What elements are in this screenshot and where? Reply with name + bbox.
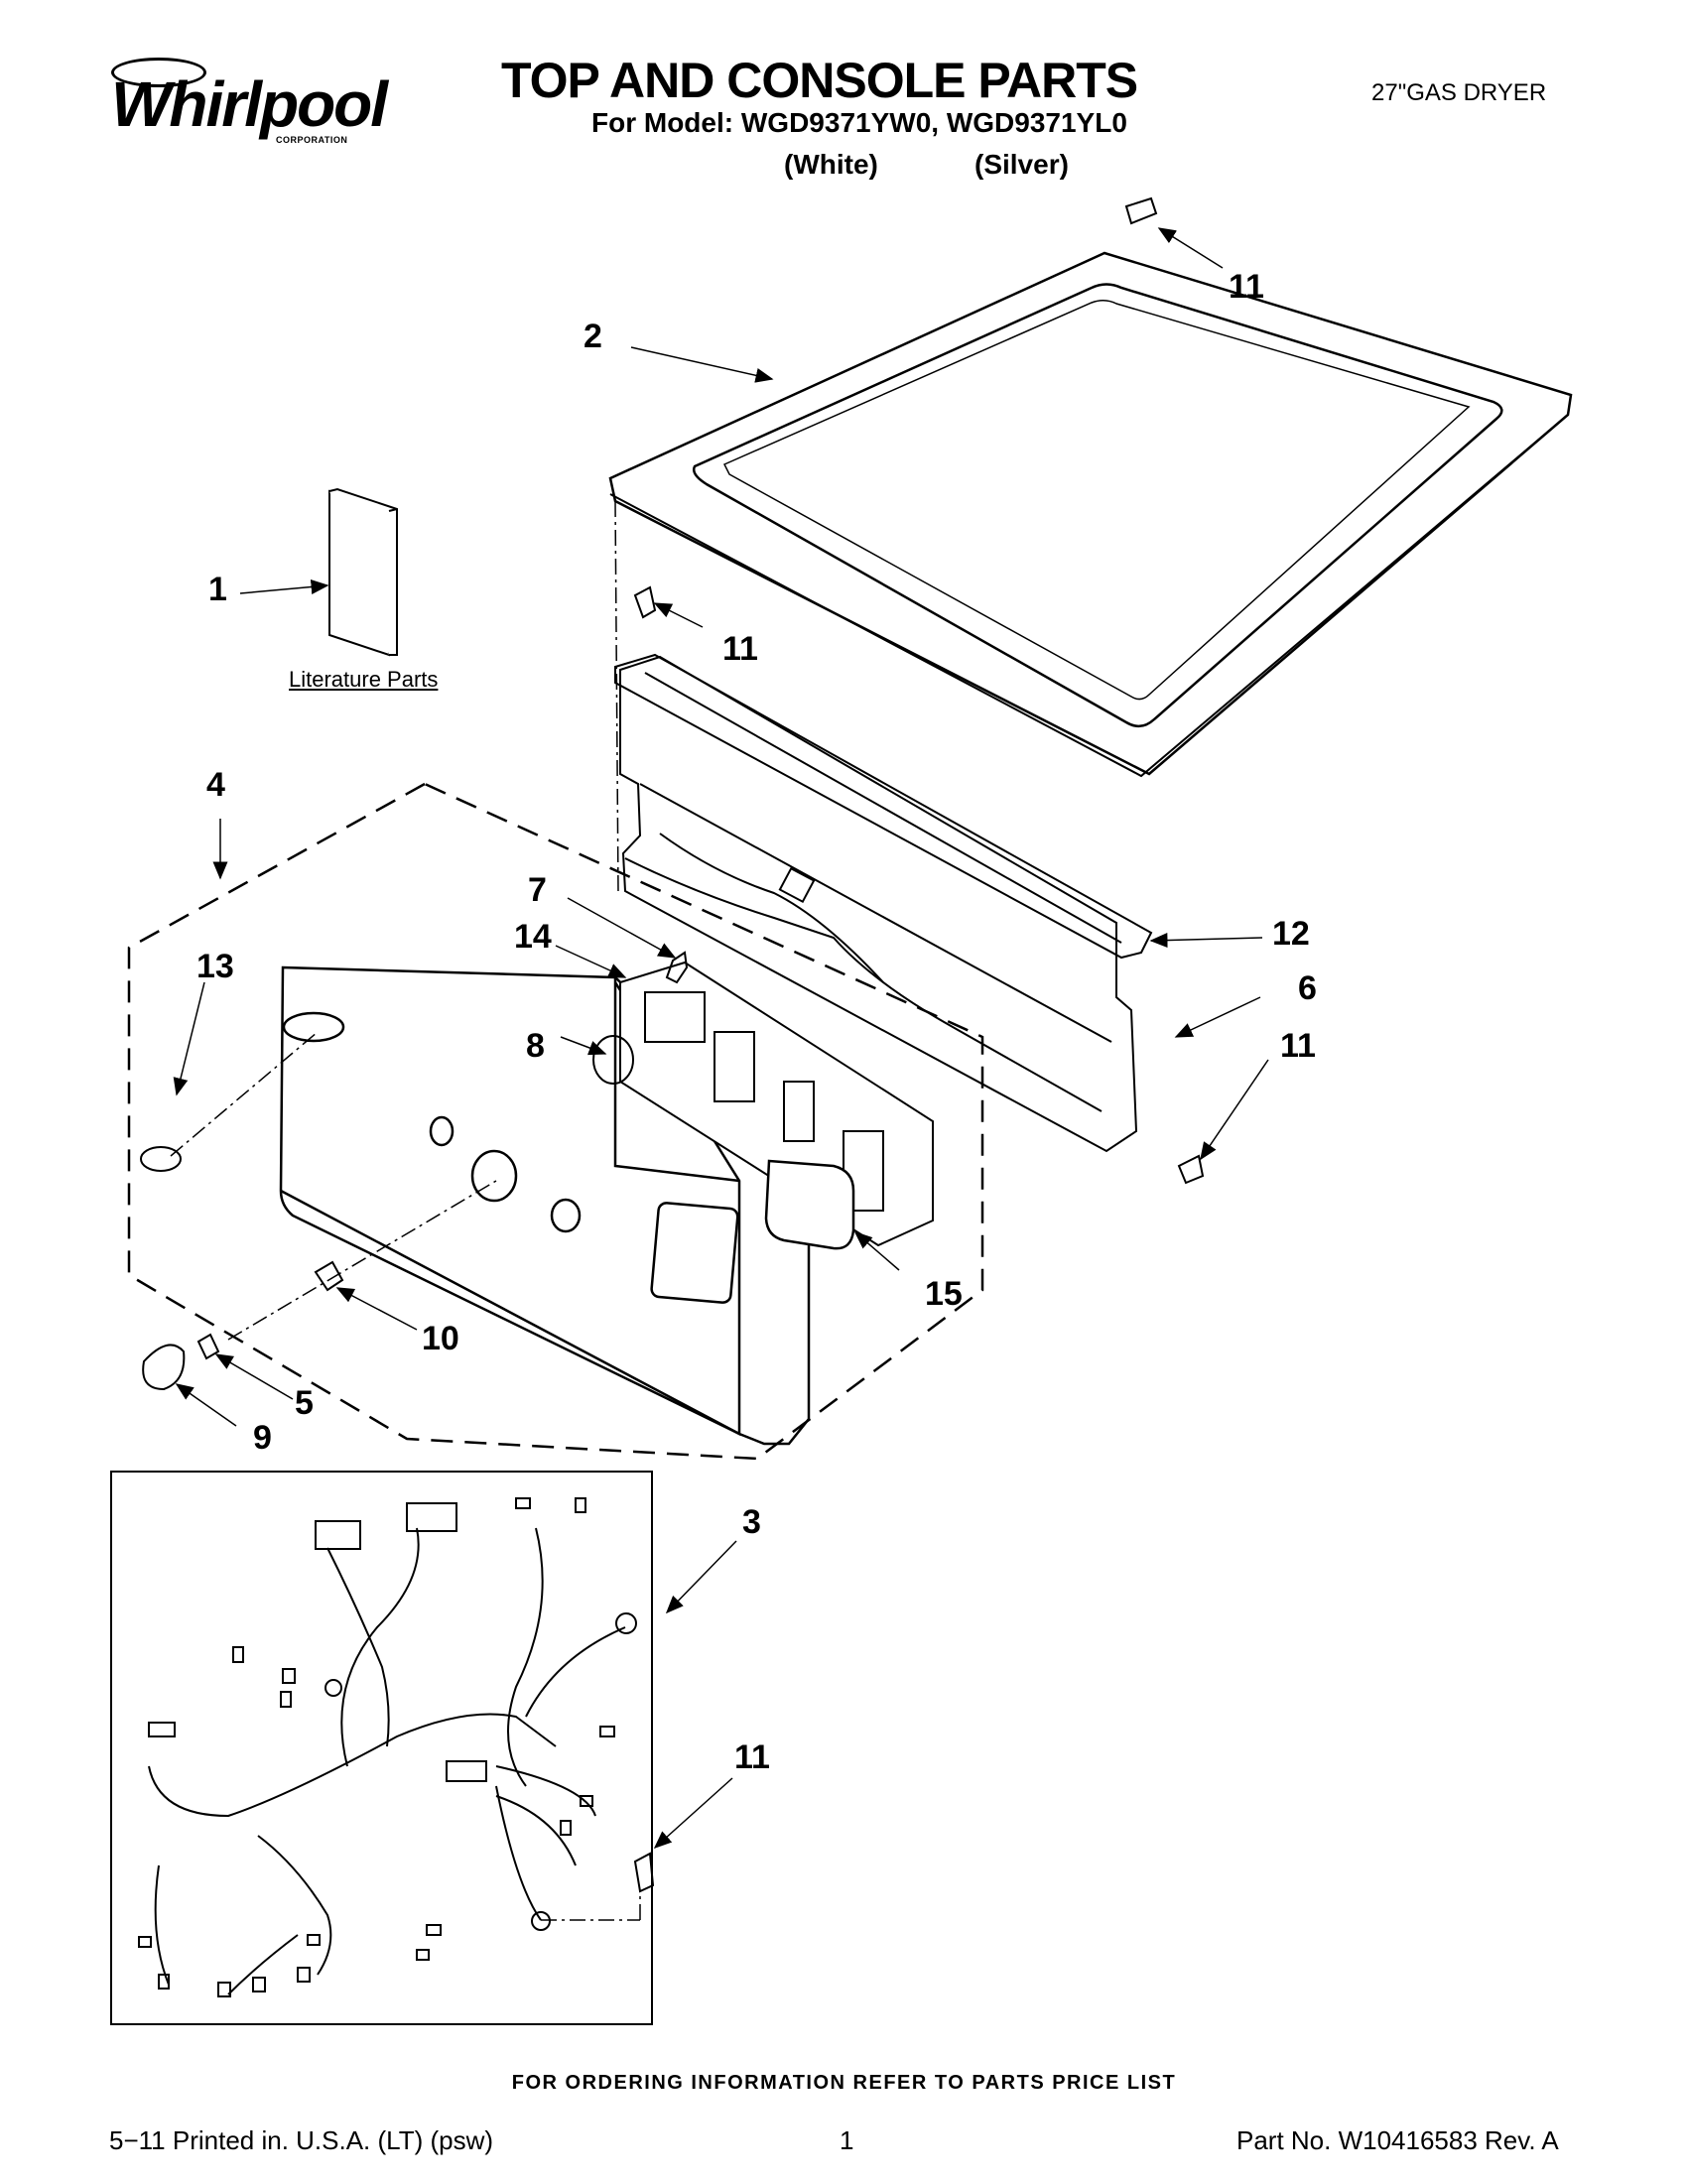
literature-booklet: [328, 487, 398, 657]
part-number: Part No. W10416583 Rev. A: [1236, 2125, 1559, 2155]
callout-4: 4: [206, 766, 225, 804]
display-module: [764, 1159, 855, 1250]
knob-9: [142, 1344, 186, 1391]
product-type: 27"GAS DRYER: [1371, 79, 1547, 106]
lens-13: [140, 1146, 182, 1172]
leader-arrows: [173, 227, 1269, 1850]
screw-mid: [633, 585, 657, 619]
gasket-disc: [592, 1035, 634, 1085]
console-assembly-outline: [127, 782, 984, 1461]
alignment-lines: [170, 500, 641, 1921]
whirlpool-logo-swirl: [111, 58, 206, 87]
callout-14: 14: [514, 918, 552, 956]
callout-9: 9: [253, 1419, 272, 1457]
clip-5: [196, 1333, 220, 1360]
wire-harness: [138, 1497, 637, 1997]
callout-11-mid: 11: [722, 630, 758, 668]
control-board: [619, 961, 934, 1247]
screw-right: [1177, 1154, 1205, 1185]
wire-harness-box: [110, 1471, 653, 2025]
front-channel: [619, 655, 1138, 1153]
callout-11-top: 11: [1229, 268, 1264, 306]
callout-11-bottom: 11: [734, 1738, 770, 1776]
screw-top-right: [1124, 196, 1158, 225]
color-white: (White): [784, 149, 878, 180]
screw-bottom: [633, 1852, 655, 1893]
callout-1: 1: [208, 571, 227, 608]
page-number: 1: [840, 2125, 854, 2155]
upper-bracket: [614, 653, 1153, 960]
callout-13: 13: [196, 948, 234, 985]
callout-2: 2: [584, 318, 602, 355]
literature-parts-label: Literature Parts: [289, 667, 439, 692]
callout-3: 3: [742, 1503, 761, 1541]
brand-sub: CORPORATION: [276, 135, 348, 145]
callout-6: 6: [1298, 969, 1317, 1007]
top-panel: [608, 251, 1573, 778]
callout-8: 8: [526, 1027, 545, 1065]
knob-shaft-10: [314, 1260, 344, 1292]
color-silver: (Silver): [974, 149, 1069, 180]
page-title: TOP AND CONSOLE PARTS: [501, 53, 1138, 108]
callout-7: 7: [528, 871, 547, 909]
print-info: 5−11 Printed in. U.S.A. (LT) (psw): [109, 2125, 494, 2155]
callout-15: 15: [925, 1275, 963, 1313]
callout-5: 5: [295, 1384, 314, 1422]
model-line: For Model: WGD9371YW0, WGD9371YL0: [591, 107, 1127, 138]
ordering-note: FOR ORDERING INFORMATION REFER TO PARTS …: [511, 2072, 1177, 2094]
callout-11-right: 11: [1280, 1027, 1316, 1065]
screw-7: [665, 951, 689, 984]
callout-10: 10: [422, 1320, 459, 1357]
brand-logo: Whirlpool: [111, 68, 388, 140]
callout-12: 12: [1272, 915, 1310, 953]
